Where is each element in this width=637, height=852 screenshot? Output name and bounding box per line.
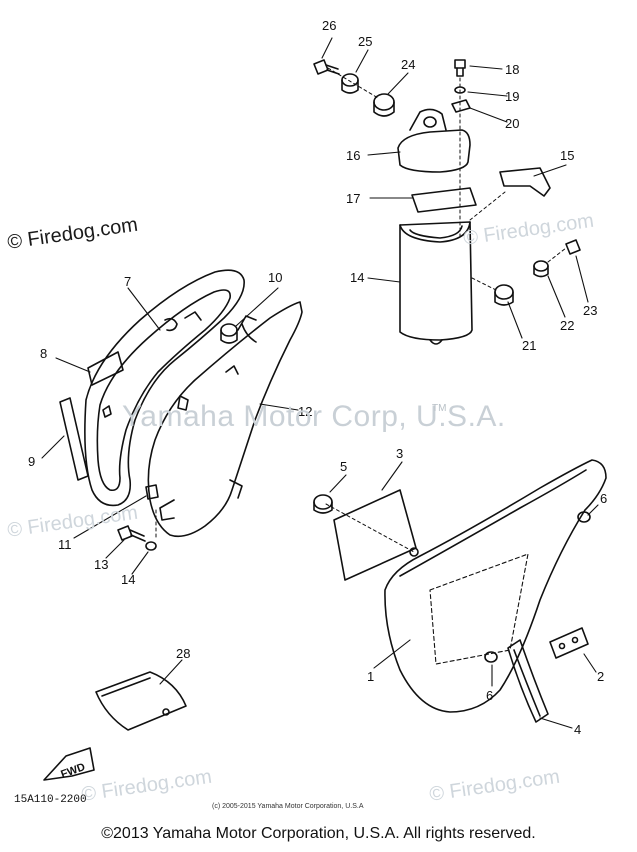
bolt-part-13 (117, 525, 146, 542)
side-cover-frame-part-7 (84, 269, 245, 507)
bolt-part-19 (454, 59, 466, 77)
battery-case-part-15 (399, 221, 473, 345)
callout-16: 15 (560, 148, 574, 163)
grommet-part-5 (313, 494, 333, 514)
watermark-tm: TM (432, 403, 447, 414)
footer-copyright: ©2013 Yamaha Motor Corporation, U.S.A. A… (101, 825, 536, 842)
grommet-part-6-bottom (484, 651, 498, 663)
callout-6-top: 6 (600, 491, 607, 506)
small-copyright: (c) 2005-2015 Yamaha Motor Corporation, … (212, 803, 364, 810)
callout-18: 17 (346, 191, 360, 206)
grommet-part-6-top (577, 511, 591, 523)
callout-17: 16 (346, 148, 360, 163)
callout-27: 26 (322, 18, 336, 33)
callout-10: 10 (268, 270, 282, 285)
bolt-part-27 (313, 59, 340, 75)
callout-11: 11 (58, 537, 72, 552)
callout-22: 21 (522, 338, 536, 353)
collar-part-26 (341, 73, 359, 94)
bolt-part-24 (565, 239, 581, 255)
washer-part-21 (451, 99, 471, 113)
callout-23: 22 (560, 318, 574, 333)
grommet-part-10 (220, 323, 238, 344)
callout-12: 12 (298, 404, 312, 419)
callout-21: 20 (505, 116, 519, 131)
callout-9: 9 (28, 454, 35, 469)
callout-20: 19 (505, 89, 519, 104)
callout-26: 25 (358, 34, 372, 49)
grommet-part-25 (373, 93, 395, 117)
callout-3: 3 (396, 446, 403, 461)
callout-5: 5 (340, 459, 347, 474)
fwd-arrow (43, 747, 95, 781)
emblem-part-8 (87, 351, 124, 386)
cover-part-17 (397, 108, 471, 173)
strip-part-4 (507, 639, 549, 723)
callout-4: 4 (574, 722, 581, 737)
callout-14: 14 (121, 572, 135, 587)
callout-numbers: 26 25 24 18 19 20 15 16 17 14 21 22 23 7… (28, 18, 607, 781)
callout-25: 24 (401, 57, 415, 72)
collar-part-23 (533, 260, 549, 278)
part-code: 15A110-2200 (14, 794, 87, 806)
callout-24: 23 (583, 303, 597, 318)
inner-cover-part-12 (147, 301, 303, 538)
callout-2: 2 (597, 669, 604, 684)
callout-28: 28 (176, 646, 190, 661)
callout-1: 1 (367, 669, 374, 684)
fwd-label: FWD (59, 761, 87, 781)
pad-part-18 (411, 187, 477, 213)
callout-6-bottom: 6 (486, 688, 493, 703)
callout-7: 7 (124, 274, 131, 289)
clip-part-11 (145, 484, 159, 500)
side-cover-part-1 (384, 459, 607, 713)
bracket-part-16 (499, 167, 551, 197)
callout-8: 8 (40, 346, 47, 361)
callout-15: 14 (350, 270, 364, 285)
decal-part-3 (333, 489, 417, 581)
callout-19: 18 (505, 62, 519, 77)
watermark-yamaha: Yamaha Motor Corp, U.S.A. (122, 400, 506, 433)
emblem-part-2 (549, 627, 589, 659)
grommet-part-22 (494, 284, 514, 306)
plate-part-28 (95, 671, 187, 731)
callout-13: 13 (94, 557, 108, 572)
washer-part-14 (145, 541, 157, 551)
pad-strip-part-9 (59, 397, 89, 481)
